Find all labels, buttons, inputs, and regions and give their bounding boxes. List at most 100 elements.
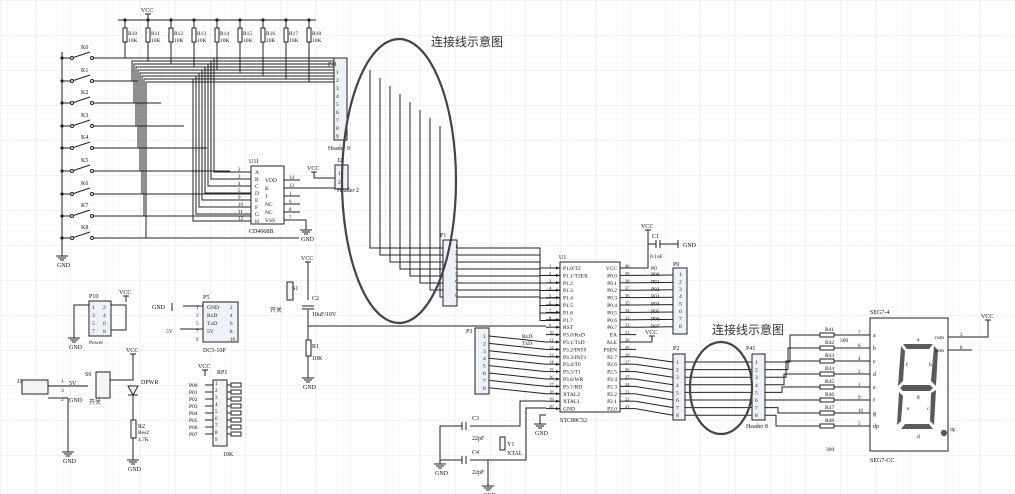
pullup-ref: R11 <box>151 31 160 37</box>
rp1-net: P03 <box>189 404 198 410</box>
p0-pin: 6 <box>679 309 682 315</box>
rp1-value: 10K <box>223 452 234 458</box>
p0-net: P07 <box>651 324 660 330</box>
seg7-pin-number: 5 <box>858 422 861 427</box>
u1-pin-label: P1.3 <box>563 288 573 294</box>
p2-pin: 3 <box>676 375 679 381</box>
gnd-label: GND <box>683 243 697 249</box>
p5-ref: P5 <box>203 295 209 301</box>
pullup-ref: R15 <box>243 31 252 37</box>
vcc-label: VCC <box>301 256 313 262</box>
key-label: K4 <box>81 135 88 141</box>
p11-pin: 2 <box>336 78 339 84</box>
pullup-ref: R12 <box>174 31 183 37</box>
key-label: K5 <box>81 158 88 164</box>
u11-pin-label: NC <box>265 202 273 208</box>
p5-signal: RxD <box>207 313 217 319</box>
p3-header <box>474 327 490 395</box>
key-blade <box>71 96 91 104</box>
u1-name: STC89C52 <box>560 418 587 424</box>
pullup-resistor <box>237 27 243 43</box>
u1-pin-number: 24 <box>625 382 630 387</box>
u1-pin-number: 36 <box>625 293 630 298</box>
c3-value: 22pF <box>472 436 485 442</box>
key-contact <box>70 214 74 218</box>
rp1-net: P02 <box>189 397 198 403</box>
u1-pin-number: 10 <box>549 330 554 335</box>
u1-pin-label: XTAL1 <box>563 399 580 405</box>
r2-ref: R2 <box>138 424 145 430</box>
seg7-pin-number: 10 <box>858 409 864 414</box>
key-contact <box>90 169 94 173</box>
segment-inner-label: g <box>917 394 920 400</box>
p1-pin: 3 <box>455 258 458 264</box>
p41-pin: 5 <box>755 390 758 396</box>
p3-pin: 2 <box>483 341 486 347</box>
p10-pin: 5 <box>92 321 95 327</box>
junction-dot <box>169 18 173 22</box>
annotation-top: 连接线示意图 <box>431 34 503 49</box>
p1-pin: 6 <box>455 279 458 285</box>
u11-input-net <box>210 61 232 180</box>
u11-pin-label: D <box>255 191 259 197</box>
u1-pin-number: 4 <box>549 286 552 291</box>
u1-pin-number: 3 <box>549 278 552 283</box>
u1-pin-label: P2.6 <box>607 362 617 368</box>
junction-dot <box>60 56 64 60</box>
u11-pin-number: 11 <box>238 210 243 215</box>
u1-pin-label: P0.7 <box>607 325 617 331</box>
highlight-ellipse-right <box>688 340 754 436</box>
pullup-ref: R10 <box>128 31 137 37</box>
c4-value: 22pF <box>472 470 485 476</box>
vcc-label: VCC <box>126 348 138 354</box>
u11-pin-label: B <box>255 177 259 183</box>
segment-inner-label: f <box>906 361 908 368</box>
rp1-pin: 2 <box>215 389 218 394</box>
u1-chip <box>559 261 621 413</box>
p11-name: Header 9 <box>328 146 350 152</box>
junction-dot <box>123 18 127 22</box>
key-blade <box>71 119 91 127</box>
key-contact <box>70 79 74 83</box>
p5-connector <box>202 301 239 343</box>
p1-return <box>439 126 443 298</box>
segment-resistor-ref: R44 <box>825 366 834 372</box>
u1-pin-number: 25 <box>625 375 630 380</box>
r1-ref: R1 <box>312 344 319 350</box>
p0-ref: P0 <box>673 262 679 268</box>
u1-pin-arrow <box>556 340 560 344</box>
j1-net: GND <box>69 398 83 404</box>
gnd-label: GND <box>435 471 449 477</box>
u1-pin-number: 16 <box>549 375 554 380</box>
p41-pin: 2 <box>755 368 758 374</box>
seg7-name: SEG7-CC <box>870 458 894 464</box>
u1-pin-arrow <box>556 281 560 285</box>
segment-resistor-value: 300 <box>826 447 835 453</box>
p1-return <box>399 94 443 270</box>
p10-pin: 3 <box>92 313 95 319</box>
p1-pin: 7 <box>455 286 458 292</box>
u1-pin-label: P3.3/INT1 <box>563 355 587 361</box>
labels: VCCR1010KR1110KR1210KR1310KR1410KR1510KR… <box>17 8 993 494</box>
segment-resistor <box>819 384 835 390</box>
vcc-label: VCC <box>307 166 319 172</box>
pullup-value: 10K <box>266 38 276 44</box>
j1-ref: J1 <box>17 379 22 385</box>
p0-net: P02 <box>651 287 660 293</box>
y1-crystal <box>499 436 506 451</box>
pullup-value: 10K <box>174 38 184 44</box>
p41-to-resistor <box>765 360 820 378</box>
gnd-label: GND <box>63 459 77 465</box>
junction-dot <box>60 169 64 173</box>
u11-pin-number: 2 <box>238 168 241 173</box>
seg7-pin-number: 1 <box>858 383 861 388</box>
seg7-pin-number: 2 <box>858 370 861 375</box>
segment-f <box>898 346 905 386</box>
seg7-pin-label: f <box>873 397 875 404</box>
u1-pin-number: 32 <box>625 323 630 328</box>
vcc-label: VCC <box>141 8 153 14</box>
pullup-ref: R18 <box>312 31 321 37</box>
seg7-com-number: 3 <box>960 333 963 338</box>
pullup-ref: R17 <box>289 31 298 37</box>
